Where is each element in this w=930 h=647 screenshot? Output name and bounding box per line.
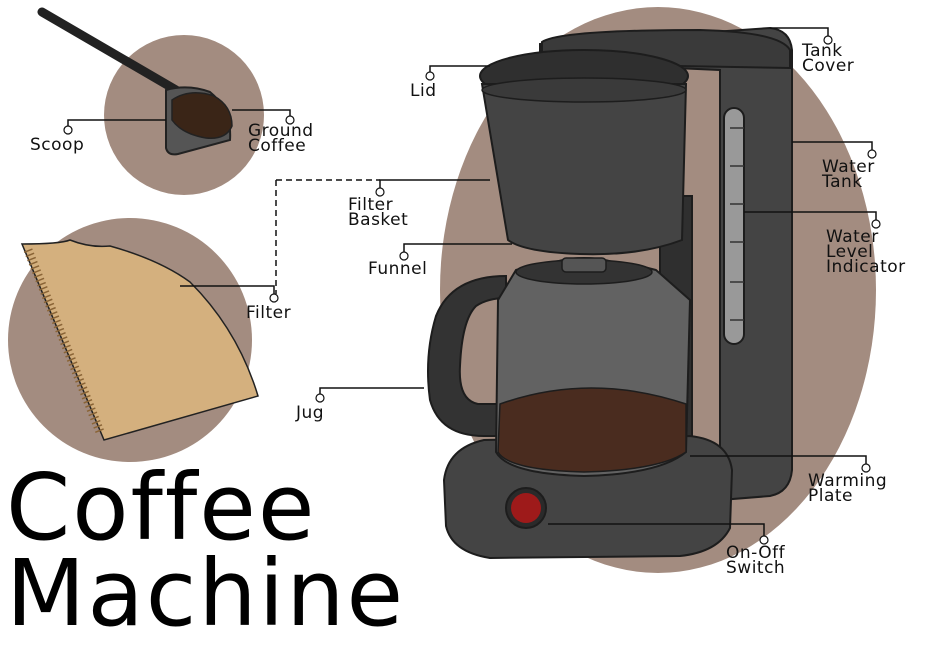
title-line-1: Coffee [6, 454, 317, 561]
label-filter: Filter [246, 303, 292, 323]
filter-paper-illustration [20, 239, 259, 441]
leader-lines [67, 27, 877, 536]
label-jug: Jug [296, 403, 325, 423]
leader-dots [63, 35, 881, 545]
title-line-2: Machine [6, 540, 406, 647]
label-water-tank: Water Tank [822, 157, 875, 192]
label-filter-basket: Filter Basket [348, 195, 409, 230]
scoop-illustration [37, 7, 233, 156]
coffee-machine-diagram [8, 7, 881, 573]
label-warming-plate: Warming Plate [808, 471, 888, 506]
coffee-machine-illustration [427, 26, 793, 560]
label-ground-coffee: Ground Coffee [248, 121, 314, 156]
label-lid: Lid [410, 81, 437, 101]
label-funnel: Funnel [368, 259, 428, 279]
label-scoop: Scoop [30, 135, 85, 155]
label-water-level-indicator: Water Level Indicator [826, 227, 906, 277]
label-tank-cover: Tank Cover [802, 41, 855, 76]
label-on-off-switch: On-Off Switch [726, 543, 786, 578]
